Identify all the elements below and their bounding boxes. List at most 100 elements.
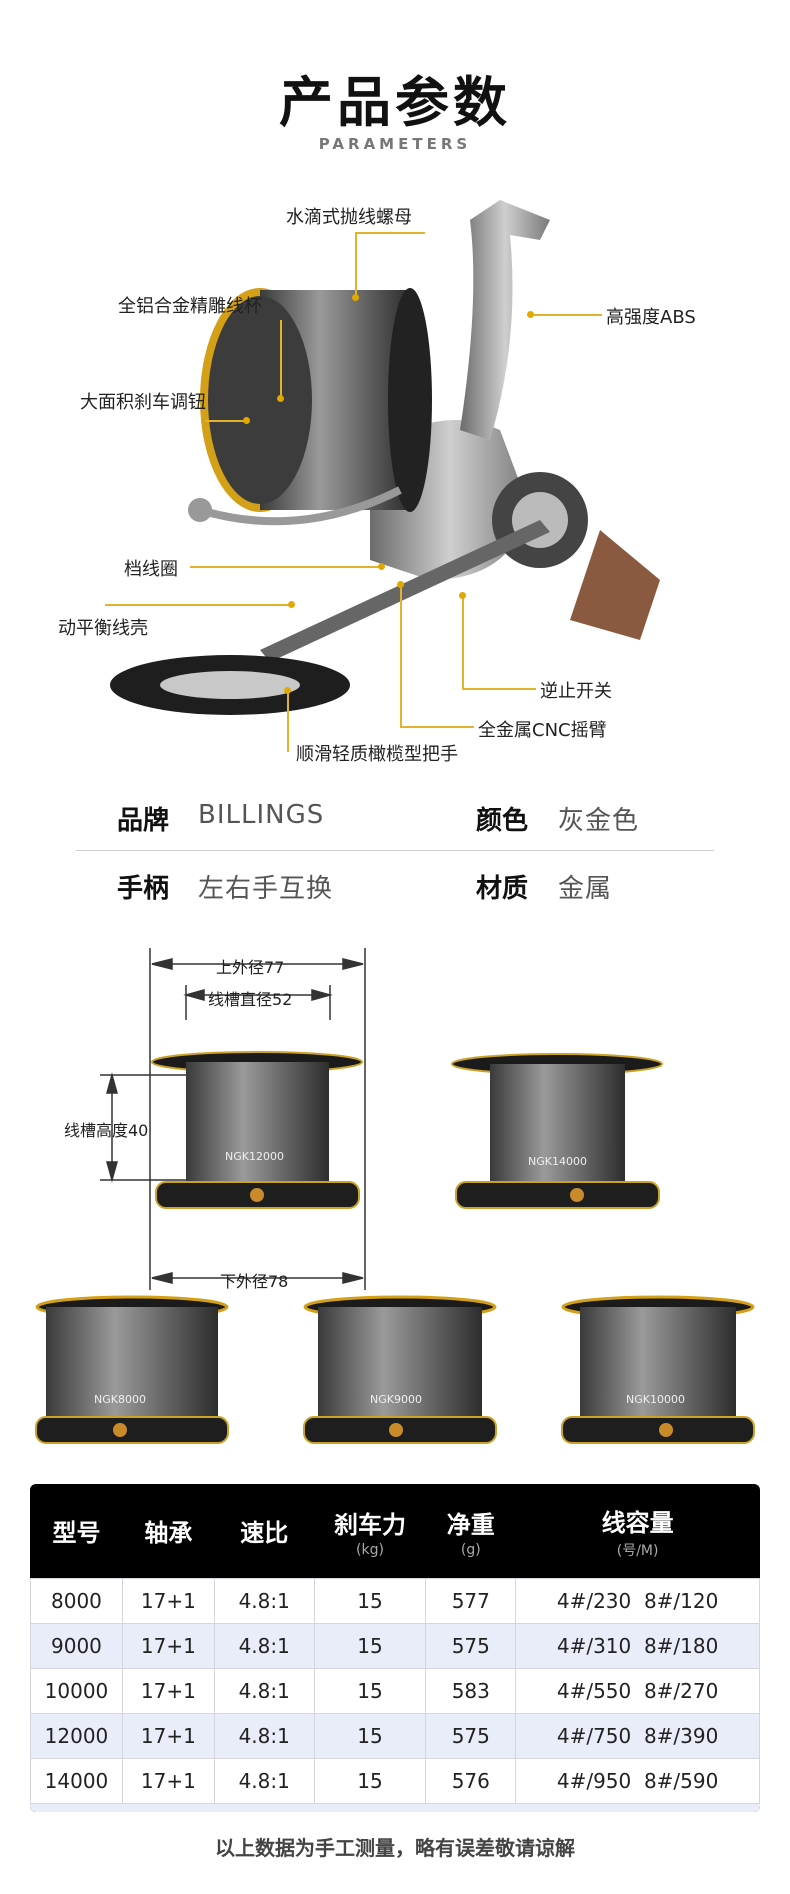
callout-dot: [277, 395, 284, 402]
col-header: 刹车力(kg): [334, 1510, 406, 1558]
callout-nut: 水滴式抛线螺母: [286, 207, 412, 228]
callout-line: [205, 420, 245, 422]
col-header: 线容量(号/M): [601, 1508, 674, 1559]
callout-line: [530, 314, 602, 316]
table-cell: 4.8:1: [213, 1713, 315, 1759]
callout-dot: [527, 311, 534, 318]
spec-table: 型号 轴承 速比 刹车力(kg) 净重(g) 线容量(号/M) 8000 17+…: [30, 1484, 760, 1812]
table-cell: 4#/950 8#/590: [515, 1758, 760, 1804]
table-cell: 575: [425, 1713, 517, 1759]
table-cell: 4.8:1: [213, 1758, 315, 1804]
callout-stop: 逆止开关: [540, 681, 612, 702]
callout-arm: 全金属CNC摇臂: [478, 720, 607, 741]
table-cell: 4#/310 8#/180: [515, 1623, 760, 1669]
table-header-row: 型号 轴承 速比 刹车力(kg) 净重(g) 线容量(号/M): [31, 1484, 760, 1579]
callout-dot: [284, 687, 291, 694]
table-cell: 576: [425, 1758, 517, 1804]
brand-label: 品牌: [117, 806, 170, 836]
spool-ngk12000: NGK12000: [150, 1050, 365, 1220]
disclaimer: 以上数据为手工测量，略有误差敬请谅解: [215, 1836, 575, 1860]
table-row: 8000 17+1 4.8:1 15 577 4#/230 8#/120: [30, 1578, 760, 1624]
callout-dot: [352, 294, 359, 301]
table-cell: 4#/750 8#/390: [515, 1713, 760, 1759]
table-cell: 4#/230 8#/120: [515, 1578, 760, 1624]
spool-ngk9000: NGK9000: [300, 1295, 500, 1455]
table-row: 10000 17+1 4.8:1 15 583 4#/550 8#/270: [30, 1668, 760, 1714]
callout-line: [462, 595, 464, 688]
table-cell: 4.8:1: [213, 1578, 315, 1624]
page-subtitle: PARAMETERS: [318, 135, 472, 153]
table-cell: 17+1: [121, 1713, 215, 1759]
spool-label: NGK10000: [626, 1393, 685, 1406]
top-diameter-label: 上外径77: [216, 958, 285, 977]
callout-line: [400, 726, 474, 728]
brand-value: BILLINGS: [198, 800, 325, 830]
color-label: 颜色: [476, 806, 529, 836]
reel-image: [110, 200, 660, 715]
table-cell: 17+1: [121, 1668, 215, 1714]
groove-height-label: 线槽高度40: [64, 1121, 149, 1140]
table-cell: 17+1: [121, 1623, 215, 1669]
callout-drag-knob: 大面积刹车调钮: [80, 392, 206, 413]
table-cell: 15: [313, 1758, 427, 1804]
callout-line: [355, 232, 357, 296]
spool-ngk14000: NGK14000: [450, 1052, 665, 1222]
callout-dot: [459, 592, 466, 599]
callout-line: [105, 604, 290, 606]
callout-dot: [243, 417, 250, 424]
table-cell: 8000: [30, 1578, 123, 1624]
color-value: 灰金色: [558, 806, 640, 836]
table-cell: 577: [425, 1578, 517, 1624]
spool-label: NGK12000: [225, 1150, 284, 1163]
handle-label: 手柄: [117, 874, 170, 904]
table-cell: 12000: [30, 1713, 123, 1759]
callout-line: [190, 566, 380, 568]
callout-cup: 全铝合金精雕线杯: [118, 296, 262, 317]
table-cell: 17+1: [121, 1758, 215, 1804]
table-cell: 9000: [30, 1623, 123, 1669]
table-cell: 14000: [30, 1758, 123, 1804]
table-cell: 575: [425, 1623, 517, 1669]
table-bottom-strip: [30, 1804, 760, 1812]
callout-line: [462, 688, 536, 690]
spec-divider: [76, 850, 714, 851]
table-cell: 4.8:1: [213, 1623, 315, 1669]
callout-line: [355, 232, 425, 234]
col-header: 净重(g): [446, 1510, 495, 1558]
callout-balance: 动平衡线壳: [58, 618, 148, 639]
table-cell: 10000: [30, 1668, 123, 1714]
spool-label: NGK14000: [528, 1155, 587, 1168]
table-cell: 15: [313, 1578, 427, 1624]
callout-dot: [378, 563, 385, 570]
callout-abs: 高强度ABS: [606, 307, 696, 328]
table-row: 12000 17+1 4.8:1 15 575 4#/750 8#/390: [30, 1713, 760, 1759]
col-header: 速比: [240, 1518, 289, 1547]
material-value: 金属: [558, 874, 613, 904]
table-row: 14000 17+1 4.8:1 15 576 4#/950 8#/590: [30, 1758, 760, 1804]
callout-line: [400, 584, 402, 726]
callout-ring: 档线圈: [124, 559, 178, 580]
table-cell: 15: [313, 1668, 427, 1714]
groove-diameter-label: 线槽直径52: [208, 990, 293, 1009]
col-header: 型号: [52, 1518, 101, 1547]
table-cell: 17+1: [121, 1578, 215, 1624]
callout-dot: [288, 601, 295, 608]
table-row: 9000 17+1 4.8:1 15 575 4#/310 8#/180: [30, 1623, 760, 1669]
handle-value: 左右手互换: [198, 874, 334, 904]
table-cell: 15: [313, 1713, 427, 1759]
table-cell: 15: [313, 1623, 427, 1669]
dimension-diagram: [100, 948, 366, 1290]
table-cell: 4#/550 8#/270: [515, 1668, 760, 1714]
col-header: 轴承: [144, 1518, 193, 1547]
table-cell: 583: [425, 1668, 517, 1714]
callout-line: [280, 320, 282, 398]
spool-label: NGK8000: [94, 1393, 146, 1406]
spool-label: NGK9000: [370, 1393, 422, 1406]
spool-ngk10000: NGK10000: [558, 1295, 758, 1455]
callout-line: [287, 690, 289, 752]
page-title: 产品参数: [279, 71, 511, 134]
table-cell: 4.8:1: [213, 1668, 315, 1714]
material-label: 材质: [476, 874, 529, 904]
callout-handle: 顺滑轻质橄榄型把手: [296, 744, 458, 765]
callout-dot: [397, 581, 404, 588]
